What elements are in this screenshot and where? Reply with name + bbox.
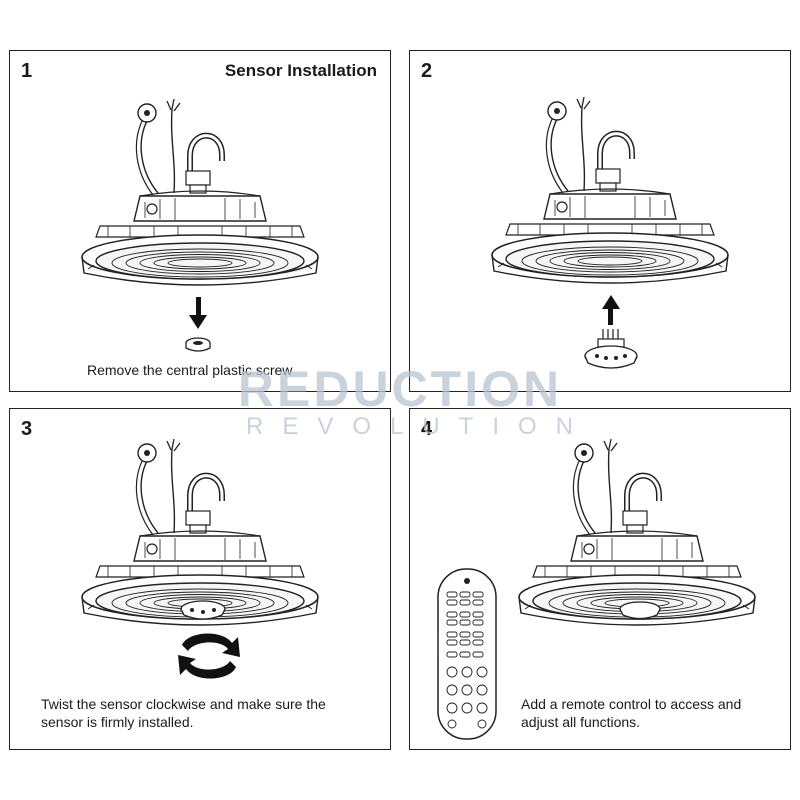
step-1-panel: 1 Sensor Installation Remove the central… (9, 50, 391, 392)
caption-line: Remove the central plastic screw (87, 362, 293, 378)
up-arrow-icon (602, 295, 620, 325)
section-title: Sensor Installation (224, 61, 377, 80)
step-number: 1 (21, 60, 33, 82)
high-bay-light-fixture-icon (82, 99, 318, 285)
caption-line: sensor is firmly installed. (41, 714, 194, 730)
caption-line: adjust all functions. (521, 714, 641, 730)
illustration (10, 409, 390, 679)
sensor-module-icon (180, 600, 226, 620)
high-bay-light-fixture-icon (492, 97, 728, 283)
caption-line: Twist the sensor clockwise and make sure… (41, 696, 326, 712)
illustration (437, 409, 790, 740)
step-number: 2 (421, 60, 433, 82)
step-number: 3 (21, 418, 33, 440)
sensor-module-icon (619, 601, 661, 620)
sensor-module-icon (584, 329, 638, 369)
step-4-panel: 4 Add a remote control to (409, 408, 791, 750)
step-2-panel: 2 (409, 50, 791, 392)
caption-line: Add a remote control to access and (521, 696, 742, 712)
plastic-screw-icon (185, 337, 211, 352)
step-number: 4 (421, 418, 433, 440)
illustration (410, 51, 790, 369)
down-arrow-icon (189, 297, 207, 329)
remote-control-icon (437, 568, 497, 740)
high-bay-light-fixture-icon (519, 439, 755, 625)
high-bay-light-fixture-icon (82, 439, 318, 625)
illustration (10, 51, 390, 352)
step-3-panel: 3 Twist the sensor clockwise and make su… (9, 408, 391, 750)
clockwise-rotation-icon (178, 633, 240, 679)
